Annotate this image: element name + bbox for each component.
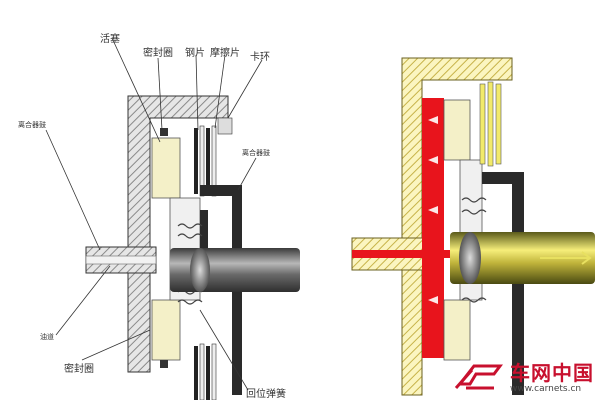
label-steel-plate: 钢片 <box>185 48 205 59</box>
label-return-spring: 回位弹簧 <box>246 389 286 400</box>
left-clutch-drawing <box>45 37 300 401</box>
label-clutch-drum-left: 离合器鼓 <box>18 121 46 129</box>
label-piston: 活塞 <box>100 34 120 45</box>
watermark-url: www.carnets.cn <box>510 384 582 394</box>
label-seal-ring-top: 密封圈 <box>143 48 173 59</box>
watermark-cn: 车网中国 <box>510 361 594 385</box>
car-logo-icon <box>454 364 503 389</box>
label-friction-plate: 摩擦片 <box>210 48 240 59</box>
watermark: 车网中国 www.carnets.cn <box>454 357 594 394</box>
label-snap-ring: 卡环 <box>250 52 270 63</box>
right-clutch-drawing <box>351 57 595 396</box>
label-oil-passage: 油道 <box>40 333 54 341</box>
label-seal-ring-bottom: 密封圈 <box>64 364 94 375</box>
watermark-text: 车网中国 www.carnets.cn <box>510 357 594 394</box>
label-clutch-drum-right: 离合器鼓 <box>242 149 270 157</box>
